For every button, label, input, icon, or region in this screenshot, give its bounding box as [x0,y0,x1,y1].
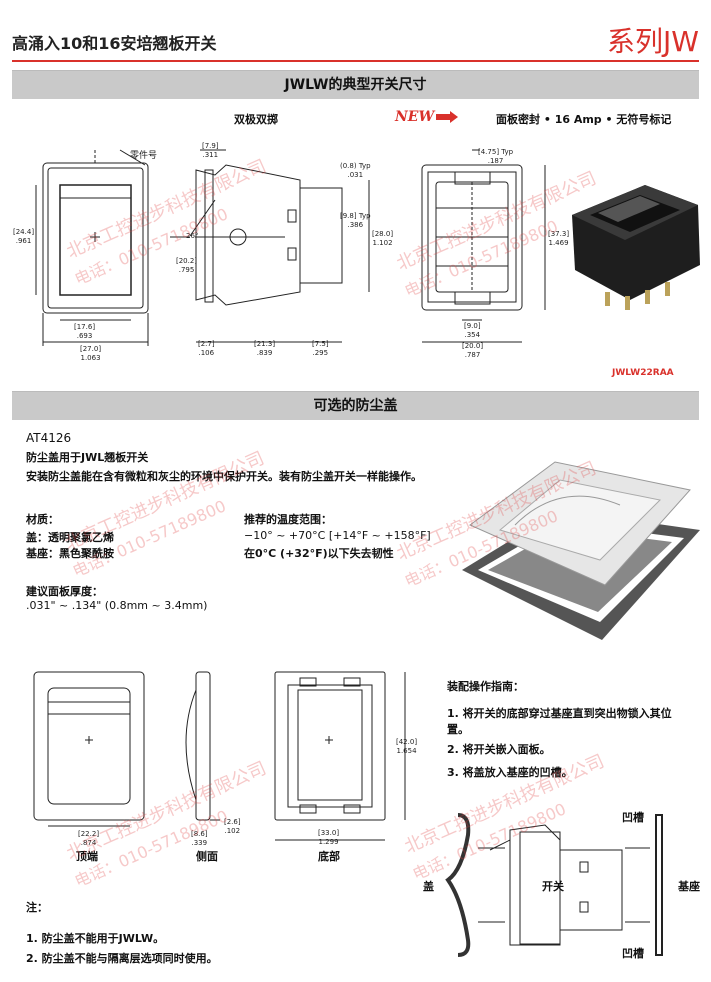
material-base: 基座：黑色聚酰胺 [26,547,114,560]
material-title: 材质： [26,513,59,526]
view-top-label: 顶端 [76,850,98,863]
series-title: 系列JW [607,25,699,58]
dust-cover-illustration [462,461,700,640]
dim-side-width: [8.6].339 [191,830,208,847]
dim-side-top: [7.9].311 [202,142,219,159]
header-divider [12,60,699,62]
new-arrow-icon [436,111,458,123]
dim-rear-width: [20.0].787 [462,342,484,359]
dust-cover-description: 安装防尘盖能在含有微粒和灰尘的环境中保护开关。装有防尘盖开关一样能操作。 [26,470,422,483]
material-cover: 盖：透明聚氯乙烯 [26,531,114,544]
groove-label-top: 凹槽 [622,811,644,824]
dim-angle: 26° [186,232,199,240]
dim-typ-2: [9.8] Typ.386 [340,212,371,229]
panel-thickness-value: .031" ~ .134" (0.8mm ~ 3.4mm) [26,599,208,612]
page-title: 高涌入10和16安培翘板开关 [12,34,217,53]
part-number-label: 零件号 [130,151,158,161]
bottom-view-frame [274,671,386,821]
part-number: AT4126 [26,431,72,445]
dpdt-caption: 双极双掷 [234,113,278,126]
cover-side-view [195,671,211,821]
top-view-frame [33,671,145,821]
cover-label: 盖 [423,880,434,893]
dim-top-width: [22.2].874 [78,830,100,847]
switch-label: 开关 [542,880,564,893]
new-badge: NEW [395,109,435,125]
dim-typ-rear: [4.75] Typ.187 [478,148,514,165]
photo-caption: JWLW22RAA [612,368,674,378]
section-bar-dust-cover: 可选的防尘盖 [12,391,699,420]
dim-height-label: [24.4].961 [13,228,35,245]
dim-typ-1: (0.8) Typ.031 [340,162,371,179]
assembly-step-3: 3. 将盖放入基座的凹槽。 [447,766,573,779]
dim-bottom-height: [42.0]1.654 [396,738,418,755]
base-label: 基座 [678,880,700,893]
rear-view-frame [421,164,523,311]
dim-bottom-width: [33.0]1.299 [318,829,340,846]
panel-thickness-title: 建议面板厚度： [26,585,103,598]
note-1: 1. 防尘盖不能用于JWLW。 [26,932,165,945]
temperature-range: −10° ~ +70°C [+14°F ~ +158°F] [244,529,431,542]
switch-photo [572,185,700,310]
assembly-step-1: 1. 将开关的底部穿过基座直到突出物锁入其位置。 [447,707,672,736]
view-side-label: 侧面 [196,850,218,863]
dim-front-width: [27.0]1.063 [80,345,102,362]
dust-cover-subtitle: 防尘盖用于JWL翘板开关 [26,451,149,464]
view-bottom-label: 底部 [318,850,340,863]
panel-seal-caption: 面板密封 • 16 Amp • 无符号标记 [496,113,672,126]
dim-rear-height: [37.3]1.469 [548,230,570,247]
dim-terminal: [7.5].295 [312,340,329,357]
temperature-title: 推荐的温度范围： [244,513,332,526]
assembly-guide-title: 装配操作指南： [447,680,524,693]
assembly-step-2: 2. 将开关嵌入面板。 [447,743,551,756]
groove-label-bottom: 凹槽 [622,947,644,960]
note-2: 2. 防尘盖不能与隔离层选项同时使用。 [26,952,218,965]
dim-flange: [2.7].106 [198,340,215,357]
dim-depth: [21.3].839 [254,340,276,357]
section-bar-dimensions: JWLW的典型开关尺寸 [12,70,699,99]
dim-side-height: [20.2].795 [176,257,198,274]
dim-window-width: [17.6].693 [74,323,96,340]
cover-profile [445,813,471,957]
dim-rear-inner: [9.0].354 [464,322,481,339]
dim-side-flange: [2.6].102 [224,818,241,835]
side-view-body [195,164,301,306]
temperature-note: 在0°C (+32°F)以下失去韧性 [244,547,394,560]
notes-title: 注： [26,901,48,914]
dim-body-height: [28.0]1.102 [372,230,394,247]
